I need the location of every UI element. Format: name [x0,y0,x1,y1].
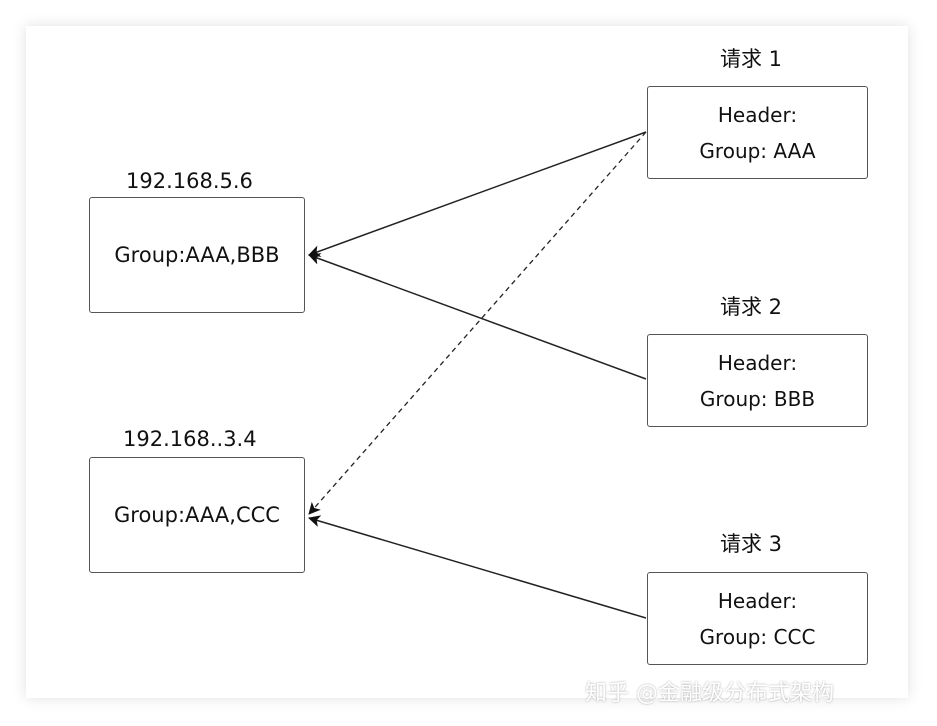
server-groups-text: Group:AAA,BBB [114,243,280,267]
request-title: 请求 3 [720,532,783,556]
request-group-text: Group: BBB [699,386,816,411]
watermark-text: 知乎 @金融级分布式架构 [585,681,834,706]
arrow-request2-to-server1 [308,253,647,380]
server-ip-label: 192.168.5.6 [126,169,253,193]
request-box: Header: Group: AAA [647,86,868,179]
dashed-arrow-request1-to-server2 [308,131,647,515]
request-header-text: Header: [717,588,798,613]
arrow-request1-to-server1 [308,131,647,257]
request-header-text: Header: [717,102,798,127]
server-box: Group:AAA,CCC [89,457,305,573]
request-box: Header: Group: CCC [647,572,868,665]
server-box: Group:AAA,BBB [89,197,305,313]
arrow-request3-to-server2 [308,515,647,619]
request-group-text: Group: CCC [699,624,816,649]
request-title: 请求 1 [720,47,783,71]
request-box: Header: Group: BBB [647,334,868,427]
request-header-text: Header: [717,350,798,375]
server-groups-text: Group:AAA,CCC [114,503,280,527]
request-title: 请求 2 [720,295,783,319]
server-ip-label: 192.168..3.4 [123,427,257,451]
request-group-text: Group: AAA [699,138,816,163]
